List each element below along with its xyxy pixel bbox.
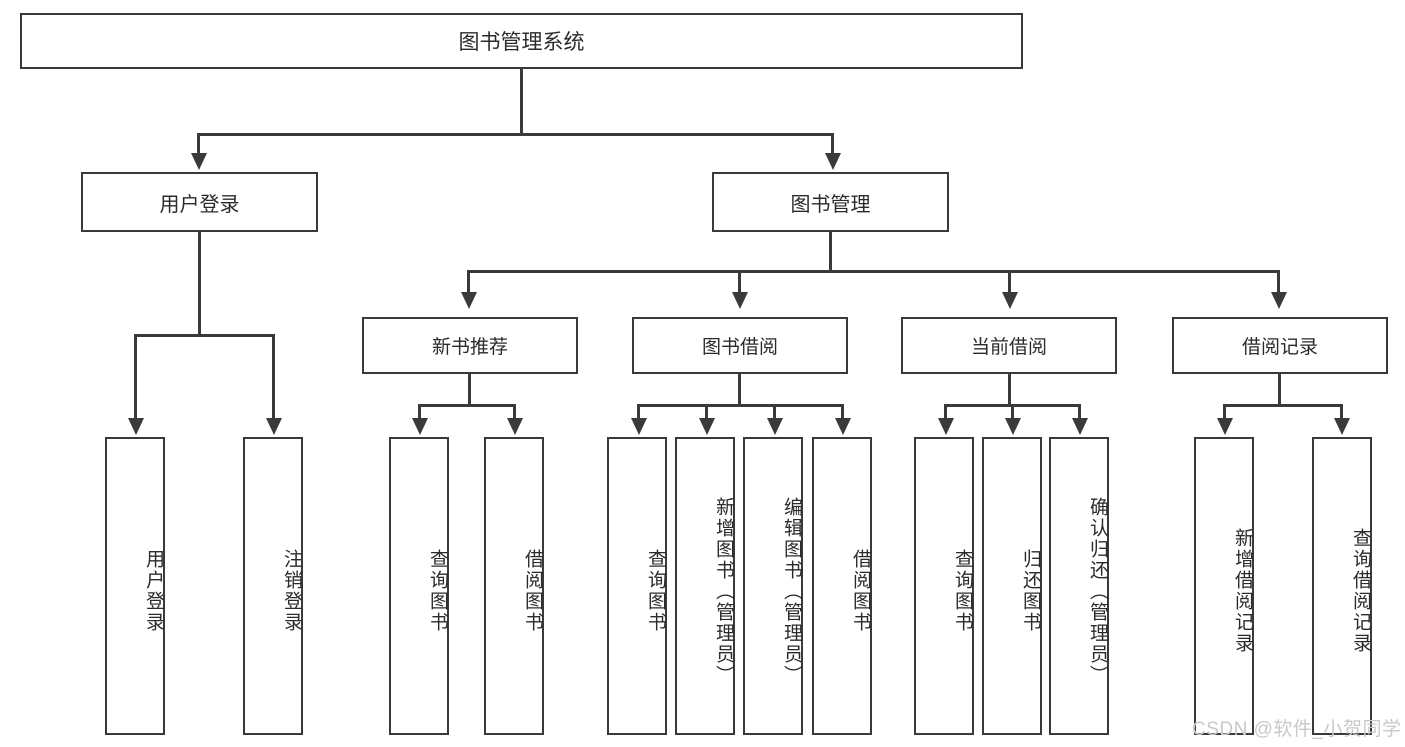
node-book-borrow-label: 图书借阅 (701, 337, 778, 358)
connector-bb-to-leaf4 (841, 404, 844, 420)
connector-bb-stem (738, 374, 741, 406)
arrow-nbr-to-leaf1 (412, 418, 428, 435)
connector-root-to-user-login (197, 133, 200, 155)
leaf-query-book-newbook-label: 查询图书 (427, 549, 448, 633)
connector-cb-to-leaf1 (944, 404, 947, 420)
node-user-login[interactable]: 用户登录 (81, 172, 318, 232)
node-new-book-rec-label: 新书推荐 (431, 337, 508, 358)
node-book-manage-label: 图书管理 (790, 193, 871, 216)
connector-bm-to-borrow-record (1277, 270, 1280, 294)
node-current-borrow[interactable]: 当前借阅 (901, 317, 1117, 374)
arrow-br-to-leaf2 (1334, 418, 1350, 435)
leaf-logout-label: 注销登录 (281, 549, 302, 633)
connector-br-bar (1223, 404, 1343, 407)
connector-br-to-leaf1 (1223, 404, 1226, 420)
arrow-bb-to-leaf2 (699, 418, 715, 435)
node-borrow-record[interactable]: 借阅记录 (1172, 317, 1388, 374)
leaf-query-book-borrow-label: 查询图书 (645, 549, 666, 633)
node-user-login-label: 用户登录 (159, 193, 240, 216)
connector-user-login-stem (198, 232, 201, 336)
arrow-root-to-user-login (191, 153, 207, 170)
leaf-query-book-current-label: 查询图书 (952, 549, 973, 633)
leaf-borrow-book-borrow-label: 借阅图书 (850, 549, 871, 633)
arrow-nbr-to-leaf2 (507, 418, 523, 435)
arrow-cb-to-leaf1 (938, 418, 954, 435)
leaf-confirm-return[interactable]: 确认归还（管理员） (1049, 437, 1109, 735)
connector-nbr-to-leaf2 (513, 404, 516, 420)
connector-bb-to-leaf1 (637, 404, 640, 420)
arrow-bm-to-book-borrow (732, 292, 748, 309)
arrow-root-to-book-manage (825, 153, 841, 170)
connector-root-to-book-manage (831, 133, 834, 155)
arrow-bm-to-borrow-record (1271, 292, 1287, 309)
leaf-return-book-label: 归还图书 (1020, 549, 1041, 633)
node-book-manage[interactable]: 图书管理 (712, 172, 949, 232)
leaf-add-record[interactable]: 新增借阅记录 (1194, 437, 1254, 735)
leaf-query-book-current[interactable]: 查询图书 (914, 437, 974, 735)
arrow-cb-to-leaf2 (1005, 418, 1021, 435)
arrow-user-login-to-leaf1 (128, 418, 144, 435)
leaf-logout[interactable]: 注销登录 (243, 437, 303, 735)
node-book-borrow[interactable]: 图书借阅 (632, 317, 848, 374)
node-new-book-rec[interactable]: 新书推荐 (362, 317, 578, 374)
leaf-borrow-book-newbook-label: 借阅图书 (522, 549, 543, 633)
connector-user-login-bar (134, 334, 275, 337)
arrow-bm-to-new-book-rec (461, 292, 477, 309)
node-root[interactable]: 图书管理系统 (20, 13, 1023, 69)
leaf-add-book[interactable]: 新增图书（管理员） (675, 437, 735, 735)
arrow-bm-to-current-borrow (1002, 292, 1018, 309)
connector-cb-to-leaf3 (1078, 404, 1081, 420)
arrow-user-login-to-leaf2 (266, 418, 282, 435)
leaf-query-book-newbook[interactable]: 查询图书 (389, 437, 449, 735)
leaf-query-book-borrow[interactable]: 查询图书 (607, 437, 667, 735)
arrow-bb-to-leaf4 (835, 418, 851, 435)
leaf-edit-book-label: 编辑图书（管理员） (781, 496, 802, 686)
connector-user-login-to-leaf1 (134, 334, 137, 420)
arrow-bb-to-leaf3 (767, 418, 783, 435)
leaf-add-book-label: 新增图书（管理员） (713, 496, 734, 686)
leaf-user-login[interactable]: 用户登录 (105, 437, 165, 735)
leaf-confirm-return-label: 确认归还（管理员） (1087, 496, 1108, 686)
arrow-br-to-leaf1 (1217, 418, 1233, 435)
leaf-return-book[interactable]: 归还图书 (982, 437, 1042, 735)
leaf-query-record[interactable]: 查询借阅记录 (1312, 437, 1372, 735)
node-root-label: 图书管理系统 (458, 31, 585, 54)
connector-br-to-leaf2 (1340, 404, 1343, 420)
connector-book-manage-bar (467, 270, 1280, 273)
leaf-borrow-book-borrow[interactable]: 借阅图书 (812, 437, 872, 735)
connector-bb-to-leaf3 (773, 404, 776, 420)
connector-nbr-to-leaf1 (418, 404, 421, 420)
arrow-cb-to-leaf3 (1072, 418, 1088, 435)
leaf-edit-book[interactable]: 编辑图书（管理员） (743, 437, 803, 735)
connector-book-manage-stem (829, 232, 832, 272)
connector-bm-to-current-borrow (1008, 270, 1011, 294)
leaf-borrow-book-newbook[interactable]: 借阅图书 (484, 437, 544, 735)
arrow-bb-to-leaf1 (631, 418, 647, 435)
leaf-user-login-label: 用户登录 (143, 549, 164, 633)
connector-nbr-stem (468, 374, 471, 406)
connector-br-stem (1278, 374, 1281, 406)
connector-bm-to-new-book-rec (467, 270, 470, 294)
node-borrow-record-label: 借阅记录 (1241, 337, 1318, 358)
connector-bb-to-leaf2 (705, 404, 708, 420)
leaf-query-record-label: 查询借阅记录 (1350, 528, 1371, 654)
leaf-add-record-label: 新增借阅记录 (1232, 528, 1253, 654)
connector-root-stem (520, 69, 523, 133)
connector-user-login-to-leaf2 (272, 334, 275, 420)
connector-bm-to-book-borrow (738, 270, 741, 294)
node-current-borrow-label: 当前借阅 (970, 337, 1047, 358)
connector-root-bar (197, 133, 834, 136)
connector-nbr-bar (418, 404, 516, 407)
watermark: CSDN @软件_小贺同学 (1192, 719, 1402, 740)
connector-cb-stem (1008, 374, 1011, 406)
connector-cb-to-leaf2 (1011, 404, 1014, 420)
connector-bb-bar (637, 404, 844, 407)
